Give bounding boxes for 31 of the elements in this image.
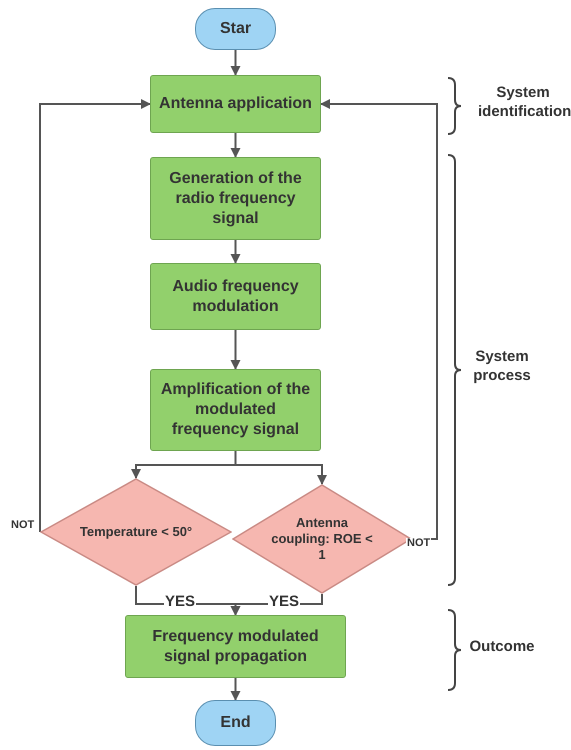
node-text: Generation of the radio frequency signal	[168, 168, 303, 228]
connector-arrow	[39, 99, 151, 532]
side-label: Outcome	[468, 638, 536, 657]
edge-label: YES	[268, 594, 300, 609]
connector-arrow	[234, 451, 327, 485]
terminal-box	[195, 8, 276, 50]
connector-arrow	[320, 99, 438, 540]
process-box	[125, 615, 346, 678]
connector-arrow	[230, 50, 240, 76]
decision-diamond	[40, 478, 232, 586]
connector-arrow	[230, 678, 240, 701]
side-label: System identification	[478, 84, 568, 122]
node-text: Amplification of the modulated frequency signal	[160, 380, 312, 440]
node-text: End	[219, 713, 252, 733]
connector-arrow	[230, 330, 240, 370]
connector-arrow	[230, 240, 240, 264]
connector-arrow	[230, 133, 240, 158]
edge-label: NOT	[406, 538, 432, 549]
process-box	[150, 263, 321, 330]
node-text: Star	[218, 19, 252, 39]
edge-label: NOT	[10, 520, 36, 531]
node-text: Frequency modulated signal propagation	[151, 626, 320, 666]
side-label: System process	[472, 348, 532, 386]
node-text: Antenna application	[158, 94, 313, 114]
process-box	[150, 369, 321, 451]
terminal-box	[195, 700, 276, 746]
process-box	[150, 157, 321, 240]
edge-label: YES	[164, 594, 196, 609]
node-text: Audio frequency modulation	[171, 276, 300, 316]
process-box	[150, 75, 321, 133]
node-text: Temperature < 50°	[78, 524, 194, 540]
